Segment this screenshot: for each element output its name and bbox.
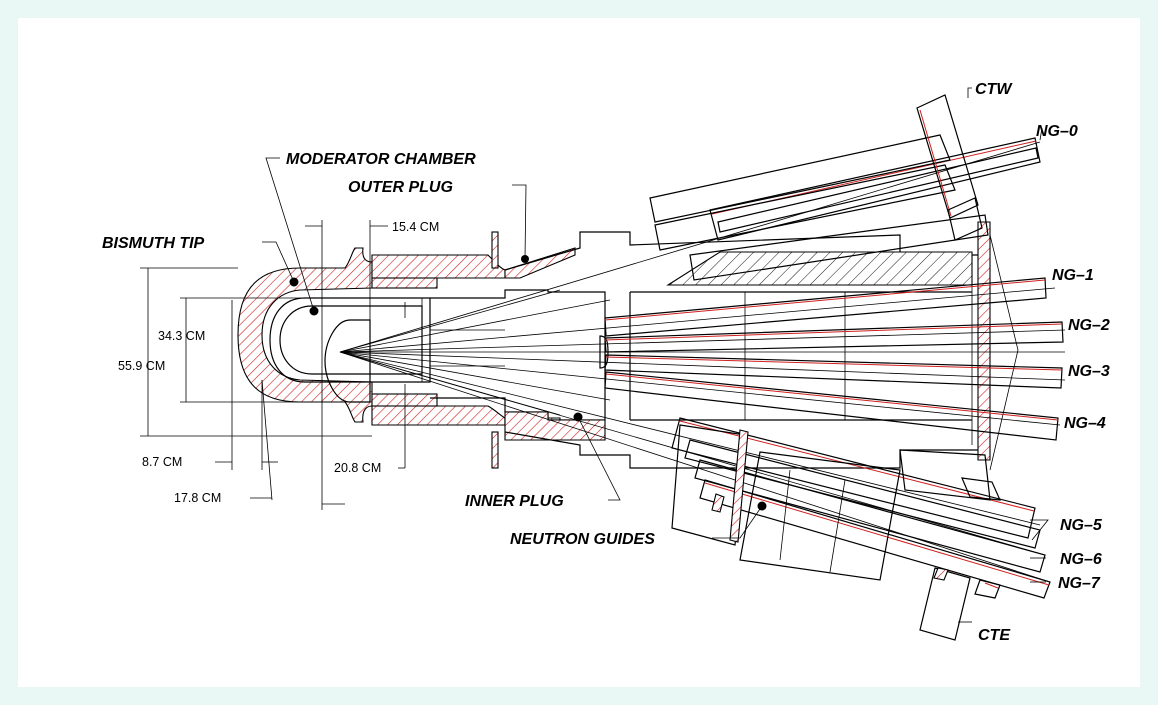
- beam-rays: [339, 141, 1066, 583]
- label-neutron-guides: NEUTRON GUIDES: [510, 531, 655, 548]
- guide-ng2: [604, 321, 1064, 353]
- label-ng5: NG–5: [1060, 517, 1103, 534]
- label-ng4: NG–4: [1064, 415, 1106, 432]
- guide-ng1: [604, 277, 1047, 337]
- label-ng0: NG–0: [1036, 123, 1078, 140]
- leader-lines: [262, 87, 1049, 623]
- lower-flange: [491, 431, 499, 469]
- dim-8-7: 8.7 CM: [142, 455, 182, 469]
- ctw-port: [916, 94, 983, 241]
- diagram-frame: CTW NG–0 MODERATOR CHAMBER OUTER PLUG BI…: [18, 18, 1140, 687]
- label-inner-plug: INNER PLUG: [465, 493, 564, 510]
- label-ng2: NG–2: [1068, 317, 1110, 334]
- cte-port: [919, 567, 1001, 641]
- guide-ng0: [649, 134, 1041, 281]
- moderator-chamber: [269, 297, 431, 403]
- label-ng1: NG–1: [1052, 267, 1094, 284]
- bismuth-tip-shell: [237, 247, 373, 423]
- label-moderator-chamber: MODERATOR CHAMBER: [286, 151, 476, 168]
- inner-plug: [430, 289, 606, 441]
- upper-flange: [491, 231, 499, 269]
- label-bismuth-tip: BISMUTH TIP: [102, 235, 205, 252]
- label-cte: CTE: [978, 627, 1011, 644]
- guide-ng3: [604, 354, 1063, 389]
- dim-15-4: 15.4 CM: [392, 220, 439, 234]
- dim-17-8: 17.8 CM: [174, 491, 221, 505]
- lower-guide-bundle: [671, 417, 1051, 599]
- outer-plug: [504, 221, 1019, 471]
- label-ng7: NG–7: [1058, 575, 1101, 592]
- cold-source-diagram: CTW NG–0 MODERATOR CHAMBER OUTER PLUG BI…: [102, 81, 1110, 644]
- label-ng3: NG–3: [1068, 363, 1110, 380]
- dimension-lines: [140, 220, 406, 510]
- dim-20-8: 20.8 CM: [334, 461, 381, 475]
- dim-55-9: 55.9 CM: [118, 359, 165, 373]
- dim-34-3: 34.3 CM: [158, 329, 205, 343]
- label-ctw: CTW: [975, 81, 1013, 98]
- label-ng6: NG–6: [1060, 551, 1102, 568]
- upper-shielding: [371, 247, 576, 289]
- guide-ng4: [604, 371, 1059, 441]
- label-outer-plug: OUTER PLUG: [348, 179, 453, 196]
